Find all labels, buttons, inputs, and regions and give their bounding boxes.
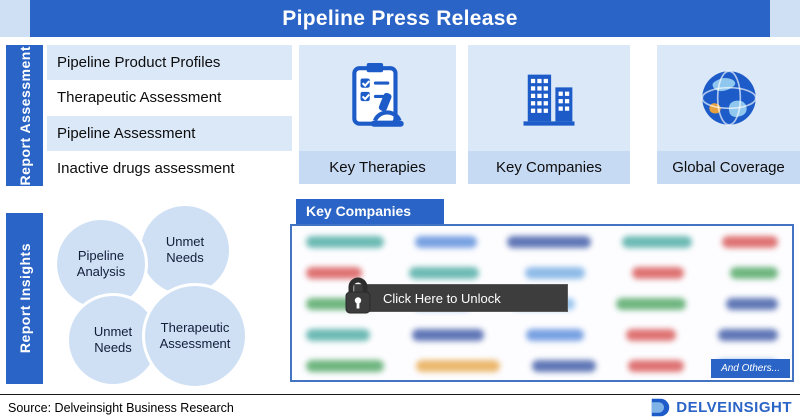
assessment-item: Pipeline Assessment — [47, 115, 292, 151]
header-corner-left — [0, 0, 30, 37]
blurred-logo — [414, 236, 477, 248]
delveinsight-logo-text: DELVEINSIGHT — [676, 399, 792, 416]
logo-row — [306, 267, 778, 279]
logo-row — [306, 360, 778, 372]
header-row: Pipeline Press Release — [0, 0, 800, 37]
card-key-companies: Key Companies — [468, 45, 630, 184]
assessment-item: Inactive drugs assessment — [57, 159, 235, 177]
source-text: Source: Delveinsight Business Research — [8, 400, 234, 415]
blurred-logo — [408, 267, 479, 279]
delveinsight-logo-icon — [652, 398, 670, 417]
delveinsight-logo: DELVEINSIGHT — [650, 397, 792, 418]
venn-circle-therapeutic-assessment: Therapeutic Assessment — [142, 283, 248, 389]
blurred-logo — [726, 298, 778, 310]
report-assessment-label: Report Assessment — [16, 45, 33, 186]
key-companies-panel: Click Here to Unlock And Others... — [290, 224, 794, 382]
lock-icon — [341, 275, 375, 320]
report-insights-venn: Pipeline Analysis Unmet Needs Unmet Need… — [50, 197, 280, 393]
blurred-logo — [306, 267, 362, 279]
report-assessment-sidebar: Report Assessment — [6, 45, 43, 186]
card-global-coverage: Global Coverage — [657, 45, 800, 184]
card-key-therapies: Key Therapies — [299, 45, 456, 184]
report-insights-label: Report Insights — [16, 243, 33, 354]
blurred-logo — [722, 236, 778, 248]
checklist-microscope-icon — [299, 45, 456, 151]
blurred-logo — [532, 360, 596, 372]
assessment-item: Therapeutic Assessment — [57, 89, 222, 107]
blurred-logo — [526, 329, 584, 341]
blurred-logo — [621, 236, 692, 248]
blurred-logo — [507, 236, 591, 248]
unlock-button[interactable]: Click Here to Unlock — [345, 277, 568, 314]
assessment-item: Pipeline Product Profiles — [47, 45, 292, 81]
globe-icon — [657, 45, 800, 151]
buildings-icon — [468, 45, 630, 151]
footer: Source: Delveinsight Business Research D… — [0, 394, 800, 420]
page-title: Pipeline Press Release — [30, 0, 770, 37]
blurred-logo — [412, 329, 484, 341]
unlock-button-label: Click Here to Unlock — [383, 290, 501, 306]
blurred-logo — [525, 267, 585, 279]
blurred-logo — [631, 267, 684, 279]
blurred-logo — [306, 236, 384, 248]
card-label-key-companies: Key Companies — [468, 151, 630, 184]
report-assessment-list: Pipeline Product Profiles Therapeutic As… — [47, 45, 292, 186]
blurred-logo — [306, 329, 370, 341]
blurred-logo — [615, 298, 686, 310]
header-corner-right — [770, 0, 800, 37]
blurred-logo — [416, 360, 500, 372]
blurred-logos — [292, 226, 792, 380]
blurred-logo — [628, 360, 684, 372]
report-insights-sidebar: Report Insights — [6, 213, 43, 384]
key-companies-panel-title: Key Companies — [296, 199, 444, 224]
logo-row — [306, 236, 778, 248]
card-label-global-coverage: Global Coverage — [657, 151, 800, 184]
venn-circle-unmet-needs-top: Unmet Needs — [138, 203, 232, 297]
blurred-logo — [306, 360, 384, 372]
and-others-badge: And Others... — [711, 359, 790, 378]
blurred-logo — [730, 267, 778, 279]
card-label-key-therapies: Key Therapies — [299, 151, 456, 184]
logo-row — [306, 329, 778, 341]
blurred-logo — [718, 329, 778, 341]
blurred-logo — [626, 329, 676, 341]
